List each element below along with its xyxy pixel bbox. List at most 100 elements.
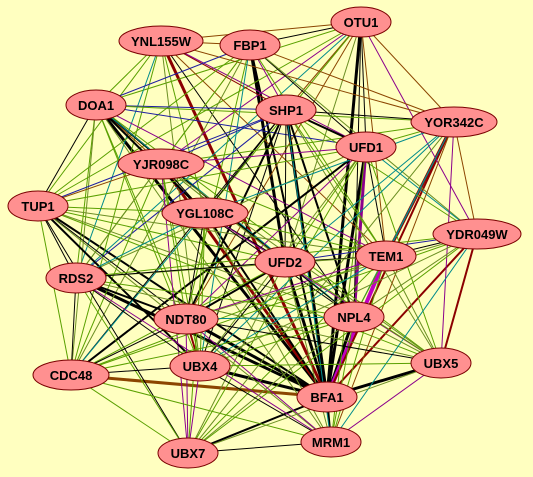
edge-tem1-cdc48 bbox=[70, 255, 387, 376]
edge-tup1-ndt80 bbox=[37, 205, 187, 320]
edge-ygl108c-ndt80 bbox=[185, 212, 206, 320]
node-cdc48[interactable]: CDC48 bbox=[32, 359, 110, 391]
node-ellipse bbox=[255, 94, 317, 126]
node-ellipse bbox=[296, 381, 358, 413]
node-ellipse bbox=[219, 29, 281, 61]
node-label: UBX4 bbox=[183, 359, 218, 374]
node-doa1[interactable]: DOA1 bbox=[65, 89, 127, 121]
edge-bfa1-ufd2 bbox=[283, 260, 329, 399]
edge-shp1-tem1 bbox=[285, 109, 387, 257]
edge-ydr049w-ubx7 bbox=[187, 233, 478, 454]
edge-ufd2-ubx4 bbox=[199, 261, 286, 367]
node-label: NPL4 bbox=[337, 310, 371, 325]
edge-ynl155w-cdc48 bbox=[70, 40, 162, 376]
edge-fbp1-ufd1 bbox=[249, 44, 367, 148]
node-yjr098c[interactable]: YJR098C bbox=[117, 148, 205, 180]
edge-tup1-ubx7 bbox=[37, 205, 189, 454]
node-npl4[interactable]: NPL4 bbox=[323, 301, 385, 333]
edge-ubx5-ydr049w bbox=[440, 233, 478, 364]
edge-yor342c-ubx4 bbox=[199, 121, 455, 367]
edge-npl4-mrm1 bbox=[330, 316, 355, 443]
node-ellipse bbox=[410, 347, 472, 379]
edge-doa1-cdc48 bbox=[70, 104, 97, 376]
edge-doa1-ufd1 bbox=[95, 104, 367, 148]
node-ellipse bbox=[65, 89, 127, 121]
edge-fbp1-ndt80 bbox=[185, 44, 251, 320]
edge-yjr098c-tem1 bbox=[160, 163, 387, 257]
edge-fbp1-tup1 bbox=[37, 44, 251, 207]
edge-otu1-tup1 bbox=[37, 21, 362, 207]
node-label: FBP1 bbox=[233, 38, 266, 53]
node-label: UBX7 bbox=[171, 446, 206, 461]
edge-ydr049w-mrm1 bbox=[330, 233, 478, 443]
node-ygl108c[interactable]: YGL108C bbox=[161, 197, 249, 229]
edge-ufd1-ufd2 bbox=[284, 146, 367, 263]
node-mrm1[interactable]: MRM1 bbox=[300, 426, 362, 458]
node-ufd1[interactable]: UFD1 bbox=[335, 131, 397, 163]
node-ubx5[interactable]: UBX5 bbox=[410, 347, 472, 379]
edge-ufd1-tem1 bbox=[365, 146, 387, 257]
node-otu1[interactable]: OTU1 bbox=[330, 6, 392, 38]
edge-fbp1-ufd2 bbox=[248, 43, 287, 264]
edge-yjr098c-rds2 bbox=[75, 163, 162, 279]
node-ellipse bbox=[410, 106, 498, 138]
edge-npl4-ubx7 bbox=[187, 316, 355, 454]
node-label: TEM1 bbox=[369, 249, 404, 264]
node-label: TUP1 bbox=[21, 199, 54, 214]
node-ndt80[interactable]: NDT80 bbox=[153, 303, 219, 335]
node-tem1[interactable]: TEM1 bbox=[355, 240, 417, 272]
edge-tup1-ubx5 bbox=[37, 205, 442, 364]
edge-rds2-cdc48 bbox=[70, 277, 77, 376]
node-ellipse bbox=[323, 301, 385, 333]
node-yor342c[interactable]: YOR342C bbox=[410, 106, 498, 138]
node-tup1[interactable]: TUP1 bbox=[7, 190, 69, 222]
node-ellipse bbox=[335, 131, 397, 163]
edge-ufd1-cdc48 bbox=[70, 146, 367, 376]
edge-tup1-tem1 bbox=[37, 205, 387, 257]
node-rds2[interactable]: RDS2 bbox=[45, 262, 107, 294]
node-label: MRM1 bbox=[312, 435, 350, 450]
node-ellipse bbox=[117, 148, 205, 180]
edge-ynl155w-tup1 bbox=[37, 40, 162, 207]
node-ellipse bbox=[7, 190, 69, 222]
node-shp1[interactable]: SHP1 bbox=[255, 94, 317, 126]
edge-yor342c-ydr049w bbox=[453, 121, 478, 235]
edge-ynl155w-yor342c bbox=[160, 40, 455, 123]
node-label: OTU1 bbox=[344, 15, 379, 30]
edge-ndt80-ubx5 bbox=[185, 318, 442, 364]
node-label: UFD2 bbox=[268, 255, 302, 270]
edge-ufd1-ndt80 bbox=[185, 146, 367, 320]
edge-tup1-ufd2 bbox=[37, 205, 286, 263]
edge-ubx4-mrm1 bbox=[199, 365, 332, 443]
node-ellipse bbox=[157, 437, 219, 469]
edge-ynl155w-ufd1 bbox=[160, 40, 367, 148]
edge-npl4-ufd1 bbox=[352, 145, 368, 319]
node-fbp1[interactable]: FBP1 bbox=[219, 29, 281, 61]
edge-doa1-tem1 bbox=[95, 104, 387, 257]
edge-yjr098c-cdc48 bbox=[70, 163, 162, 376]
edge-ufd2-ubx7 bbox=[187, 261, 286, 454]
node-ufd2[interactable]: UFD2 bbox=[254, 246, 316, 278]
node-bfa1[interactable]: BFA1 bbox=[296, 381, 358, 413]
edge-ygl108c-cdc48 bbox=[70, 212, 206, 376]
node-ellipse bbox=[169, 350, 231, 382]
node-label: CDC48 bbox=[50, 368, 93, 383]
node-ynl155w[interactable]: YNL155W bbox=[118, 25, 204, 57]
edge-otu1-doa1 bbox=[95, 21, 362, 106]
node-label: SHP1 bbox=[269, 103, 303, 118]
edge-fbp1-yor342c bbox=[249, 44, 455, 123]
edge-ydr049w-npl4 bbox=[353, 233, 478, 318]
edge-tem1-ndt80 bbox=[185, 255, 387, 320]
node-ellipse bbox=[355, 240, 417, 272]
node-label: YGL108C bbox=[176, 206, 234, 221]
node-ydr049w[interactable]: YDR049W bbox=[432, 218, 522, 250]
edge-tem1-ubx7 bbox=[187, 255, 387, 454]
edge-doa1-shp1 bbox=[95, 104, 287, 111]
node-ubx7[interactable]: UBX7 bbox=[157, 437, 219, 469]
edge-shp1-rds2 bbox=[75, 109, 287, 279]
edge-ygl108c-ubx4 bbox=[199, 212, 206, 367]
node-ubx4[interactable]: UBX4 bbox=[169, 350, 231, 382]
edge-otu1-ufd1 bbox=[360, 21, 367, 148]
